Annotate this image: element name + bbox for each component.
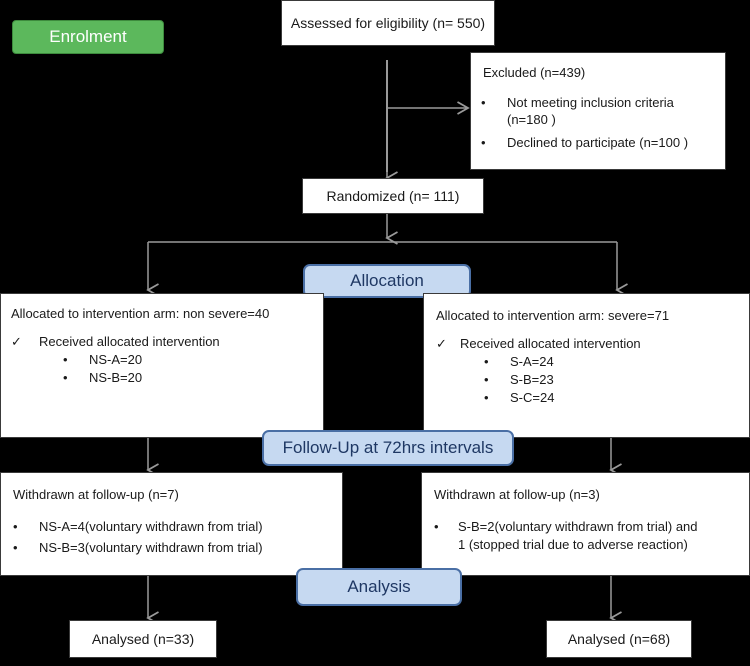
allocation-left-title: Allocated to intervention arm: non sever… — [11, 306, 270, 321]
followup-label-text: Follow-Up at 72hrs intervals — [282, 438, 494, 457]
withdrawn-right-box: Withdrawn at follow-up (n=3) • S-B=2(vol… — [421, 472, 750, 576]
allocation-right-received: Received allocated intervention — [460, 336, 641, 351]
allocation-left-item-1: NS-A=20 — [89, 352, 143, 367]
analysis-label-text: Analysis — [347, 577, 411, 596]
bullet-icon: • — [13, 519, 18, 534]
enrolment-label: Enrolment — [12, 20, 164, 54]
allocation-right-box: Allocated to intervention arm: severe=71… — [423, 293, 750, 438]
excluded-item-1-line2: (n=180 ) — [507, 112, 556, 127]
allocation-right-item-1: S-A=24 — [510, 354, 554, 369]
analysed-right-box: Analysed (n=68) — [546, 620, 692, 658]
randomized-box: Randomized (n= 111) — [302, 178, 484, 214]
withdrawn-right-item-line2: 1 (stopped trial due to adverse reaction… — [458, 537, 688, 552]
bullet-icon: • — [484, 354, 489, 369]
withdrawn-left-title: Withdrawn at follow-up (n=7) — [13, 487, 179, 502]
bullet-icon: • — [63, 352, 68, 367]
analysed-right-text: Analysed (n=68) — [567, 631, 671, 647]
randomized-text: Randomized (n= 111) — [326, 188, 460, 204]
analysed-left-box: Analysed (n=33) — [69, 620, 217, 658]
bullet-icon: • — [63, 370, 68, 385]
allocation-left-item-2: NS-B=20 — [89, 370, 143, 385]
withdrawn-left-box: Withdrawn at follow-up (n=7) • NS-A=4(vo… — [0, 472, 343, 576]
allocation-right-title: Allocated to intervention arm: severe=71 — [436, 308, 670, 323]
withdrawn-left-item-2: NS-B=3(voluntary withdrawn from trial) — [39, 540, 263, 555]
excluded-box: Excluded (n=439) • Not meeting inclusion… — [470, 52, 726, 170]
allocation-left-received: Received allocated intervention — [39, 334, 220, 349]
bullet-icon: • — [484, 390, 489, 405]
excluded-title: Excluded (n=439) — [483, 65, 586, 80]
allocation-right-item-3: S-C=24 — [510, 390, 555, 405]
withdrawn-right-title: Withdrawn at follow-up (n=3) — [434, 487, 600, 502]
allocation-left-box: Allocated to intervention arm: non sever… — [0, 293, 324, 438]
bullet-icon: • — [484, 372, 489, 387]
bullet-icon: • — [481, 95, 486, 110]
excluded-item-1-line1: Not meeting inclusion criteria — [507, 95, 674, 110]
analysis-label: Analysis — [296, 568, 462, 606]
allocation-label-text: Allocation — [350, 271, 424, 290]
assessed-text: Assessed for eligibility (n= 550) — [290, 15, 486, 31]
assessed-box: Assessed for eligibility (n= 550) — [281, 0, 495, 46]
withdrawn-left-item-1: NS-A=4(voluntary withdrawn from trial) — [39, 519, 263, 534]
bullet-icon: • — [434, 519, 439, 534]
check-icon: ✓ — [11, 334, 22, 349]
bullet-icon: • — [13, 540, 18, 555]
excluded-bullet-1: • — [481, 95, 486, 110]
enrolment-label-text: Enrolment — [49, 27, 127, 46]
allocation-label: Allocation — [303, 264, 471, 298]
withdrawn-right-item-line1: S-B=2(voluntary withdrawn from trial) an… — [458, 519, 698, 534]
analysed-left-text: Analysed (n=33) — [91, 631, 195, 647]
allocation-right-item-2: S-B=23 — [510, 372, 554, 387]
check-icon: ✓ — [436, 336, 447, 351]
bullet-icon: • — [481, 135, 486, 150]
followup-label: Follow-Up at 72hrs intervals — [262, 430, 514, 466]
excluded-item-2: Declined to participate (n=100 ) — [507, 135, 689, 150]
excluded-bullet-2: • — [481, 135, 486, 150]
